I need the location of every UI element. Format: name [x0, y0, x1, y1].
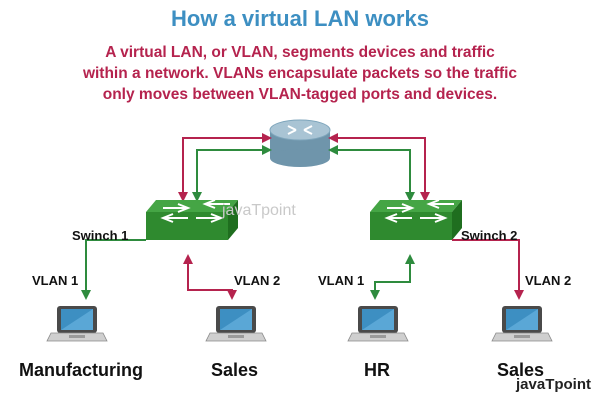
- switch-2-icon: [370, 199, 462, 240]
- description-line-1: A virtual LAN, or VLAN, segments devices…: [105, 44, 495, 61]
- router-switch1-vlan1-link: [192, 145, 272, 202]
- vlan-label-sw2-right: VLAN 2: [525, 273, 572, 288]
- laptop-sales-1-icon: [205, 305, 267, 342]
- watermark-center: javaTpoint: [222, 202, 296, 219]
- vlan-label-sw2-left: VLAN 1: [318, 273, 365, 288]
- switch2-hr-vlan1-link: [370, 254, 415, 300]
- switch2-sales-vlan2-link: [452, 239, 524, 300]
- description-line-2: within a network. VLANs encapsulate pack…: [82, 65, 518, 82]
- router-switch2-vlan1-link: [328, 145, 415, 202]
- laptop-manufacturing-icon: [46, 305, 108, 342]
- switch-1-label: Swinch 1: [72, 228, 129, 243]
- page-title: How a virtual LAN works: [171, 6, 429, 31]
- switch-2-label: Swinch 2: [461, 228, 518, 243]
- laptop-hr-icon: [347, 305, 409, 342]
- description: A virtual LAN, or VLAN, segments devices…: [50, 42, 550, 105]
- device-label-sales-1: Sales: [211, 360, 259, 380]
- switch1-sales-vlan2-link: [183, 254, 237, 300]
- vlan-label-sw1-right: VLAN 2: [234, 273, 281, 288]
- device-label-manufacturing: Manufacturing: [19, 360, 143, 380]
- router-switch2-vlan2-link: [328, 133, 430, 202]
- vlan-label-sw1-left: VLAN 1: [32, 273, 79, 288]
- device-label-hr: HR: [364, 360, 390, 380]
- device-label-sales-2: Sales: [497, 360, 545, 380]
- router-icon: [269, 119, 331, 167]
- switch1-manufacturing-vlan1-link: [81, 239, 146, 300]
- laptop-sales-2-icon: [491, 305, 553, 342]
- switch-1-icon: [146, 199, 238, 240]
- router-switch1-vlan2-link: [178, 133, 272, 202]
- watermark-corner: javaTpoint: [516, 376, 592, 393]
- description-line-3: only moves between VLAN-tagged ports and…: [102, 86, 498, 103]
